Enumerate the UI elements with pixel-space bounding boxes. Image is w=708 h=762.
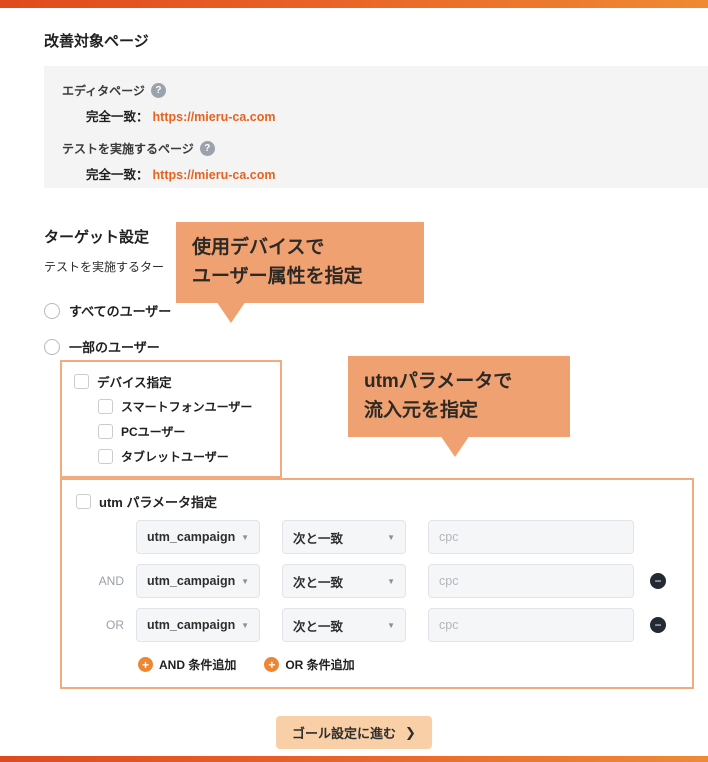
help-icon[interactable]: ? bbox=[150, 83, 166, 98]
utm-param-value: utm_campaign bbox=[147, 574, 236, 588]
plus-icon: + bbox=[264, 657, 280, 672]
top-accent-bar bbox=[0, 0, 708, 8]
radio-some-users[interactable]: 一部のユーザー bbox=[44, 337, 160, 356]
match-type-value: 次と一致 bbox=[293, 619, 344, 634]
chevron-down-icon: ▼ bbox=[387, 576, 395, 586]
utm-param-select[interactable]: utm_campaign ▼ bbox=[136, 564, 260, 598]
add-and-condition-label: AND 条件追加 bbox=[159, 658, 237, 672]
checkbox-icon[interactable] bbox=[98, 399, 113, 414]
callout-utm-line1: utmパラメータで bbox=[364, 371, 513, 392]
callout-device-line2: ユーザー属性を指定 bbox=[192, 265, 363, 287]
test-page-label-row: テストを実施するページ ? bbox=[62, 140, 690, 157]
checkbox-icon[interactable] bbox=[98, 449, 113, 464]
target-settings-title: ターゲット設定 bbox=[44, 229, 150, 246]
smartphone-user-label: スマートフォンユーザー bbox=[121, 400, 253, 414]
add-or-condition-label: OR 条件追加 bbox=[285, 658, 355, 672]
chevron-down-icon: ▼ bbox=[241, 576, 249, 586]
utm-value-input[interactable] bbox=[428, 608, 634, 642]
editor-page-label: エディタページ bbox=[62, 84, 145, 98]
utm-condition-row: OR utm_campaign ▼ 次と一致 ▼ − bbox=[76, 608, 678, 642]
target-settings-subtitle: テストを実施するター bbox=[44, 260, 165, 274]
page-settings-panel: エディタページ ? 完全一致：https://mieru-ca.com テストを… bbox=[44, 66, 708, 188]
callout-utm-annotation: utmパラメータで 流入元を指定 bbox=[348, 356, 570, 457]
checkbox-icon[interactable] bbox=[74, 374, 89, 389]
condition-prefix-or: OR bbox=[106, 618, 124, 632]
add-condition-row: + AND 条件追加 + OR 条件追加 bbox=[138, 656, 678, 673]
match-type-select[interactable]: 次と一致 ▼ bbox=[282, 608, 406, 642]
device-filter-box: デバイス指定 スマートフォンユーザー PCユーザー タブレットユーザー bbox=[60, 360, 282, 478]
match-type-value: 次と一致 bbox=[293, 575, 344, 590]
test-page-label: テストを実施するページ bbox=[62, 142, 194, 156]
checkbox-icon[interactable] bbox=[76, 493, 91, 509]
add-or-condition-button[interactable]: + OR 条件追加 bbox=[264, 656, 355, 673]
utm-param-value: utm_campaign bbox=[147, 530, 236, 544]
checkbox-utm-parameter[interactable]: utm パラメータ指定 bbox=[76, 492, 678, 510]
go-to-goal-settings-button[interactable]: ゴール設定に進む ❯ bbox=[276, 716, 432, 749]
callout-pointer bbox=[216, 301, 246, 323]
utm-param-select[interactable]: utm_campaign ▼ bbox=[136, 608, 260, 642]
callout-device-line1: 使用デバイスで bbox=[192, 237, 325, 258]
device-filter-label: デバイス指定 bbox=[97, 376, 172, 390]
checkbox-pc-user[interactable]: PCユーザー bbox=[98, 422, 268, 441]
help-icon[interactable]: ? bbox=[199, 141, 215, 156]
utm-param-value: utm_campaign bbox=[147, 618, 236, 632]
editor-page-label-row: エディタページ ? bbox=[62, 82, 690, 99]
utm-condition-row: utm_campaign ▼ 次と一致 ▼ bbox=[76, 520, 678, 554]
chevron-down-icon: ▼ bbox=[387, 532, 395, 542]
checkbox-device-filter[interactable]: デバイス指定 bbox=[74, 372, 268, 391]
plus-icon: + bbox=[138, 657, 153, 672]
page-title-improvement-target: 改善対象ページ bbox=[44, 33, 149, 50]
remove-condition-icon[interactable]: − bbox=[650, 573, 666, 589]
add-and-condition-button[interactable]: + AND 条件追加 bbox=[138, 656, 236, 673]
callout-utm-line2: 流入元を指定 bbox=[364, 399, 479, 421]
utm-value-input[interactable] bbox=[428, 520, 634, 554]
checkbox-tablet-user[interactable]: タブレットユーザー bbox=[98, 447, 268, 466]
utm-param-select[interactable]: utm_campaign ▼ bbox=[136, 520, 260, 554]
remove-condition-icon[interactable]: − bbox=[650, 617, 666, 633]
match-type-label: 完全一致： bbox=[86, 110, 149, 124]
chevron-down-icon: ▼ bbox=[241, 532, 249, 542]
utm-parameter-box: utm パラメータ指定 utm_campaign ▼ 次と一致 ▼ AND ut… bbox=[60, 478, 694, 689]
test-page-url-row: 完全一致：https://mieru-ca.com bbox=[86, 164, 690, 183]
editor-page-url-row: 完全一致：https://mieru-ca.com bbox=[86, 106, 690, 125]
condition-prefix-and: AND bbox=[98, 574, 124, 588]
editor-page-url-link[interactable]: https://mieru-ca.com bbox=[152, 110, 276, 124]
match-type-label: 完全一致： bbox=[86, 168, 149, 182]
bottom-accent-bar bbox=[0, 756, 708, 762]
match-type-select[interactable]: 次と一致 ▼ bbox=[282, 520, 406, 554]
chevron-right-icon: ❯ bbox=[405, 724, 416, 740]
match-type-value: 次と一致 bbox=[293, 531, 344, 546]
match-type-select[interactable]: 次と一致 ▼ bbox=[282, 564, 406, 598]
test-page-url-link[interactable]: https://mieru-ca.com bbox=[152, 168, 276, 182]
radio-some-users-label: 一部のユーザー bbox=[69, 340, 160, 355]
chevron-down-icon: ▼ bbox=[387, 620, 395, 630]
radio-icon[interactable] bbox=[44, 338, 60, 355]
checkbox-icon[interactable] bbox=[98, 424, 113, 439]
radio-all-users[interactable]: すべてのユーザー bbox=[44, 301, 171, 320]
pc-user-label: PCユーザー bbox=[121, 425, 186, 439]
checkbox-smartphone-user[interactable]: スマートフォンユーザー bbox=[98, 397, 268, 416]
tablet-user-label: タブレットユーザー bbox=[121, 450, 229, 464]
callout-pointer bbox=[440, 435, 470, 457]
chevron-down-icon: ▼ bbox=[241, 620, 249, 630]
utm-value-input[interactable] bbox=[428, 564, 634, 598]
utm-condition-row: AND utm_campaign ▼ 次と一致 ▼ − bbox=[76, 564, 678, 598]
utm-parameter-label: utm パラメータ指定 bbox=[99, 494, 218, 510]
go-to-goal-settings-label: ゴール設定に進む bbox=[292, 726, 397, 741]
callout-device-annotation: 使用デバイスで ユーザー属性を指定 bbox=[176, 222, 424, 323]
radio-all-users-label: すべてのユーザー bbox=[69, 304, 172, 319]
radio-icon[interactable] bbox=[44, 302, 60, 319]
